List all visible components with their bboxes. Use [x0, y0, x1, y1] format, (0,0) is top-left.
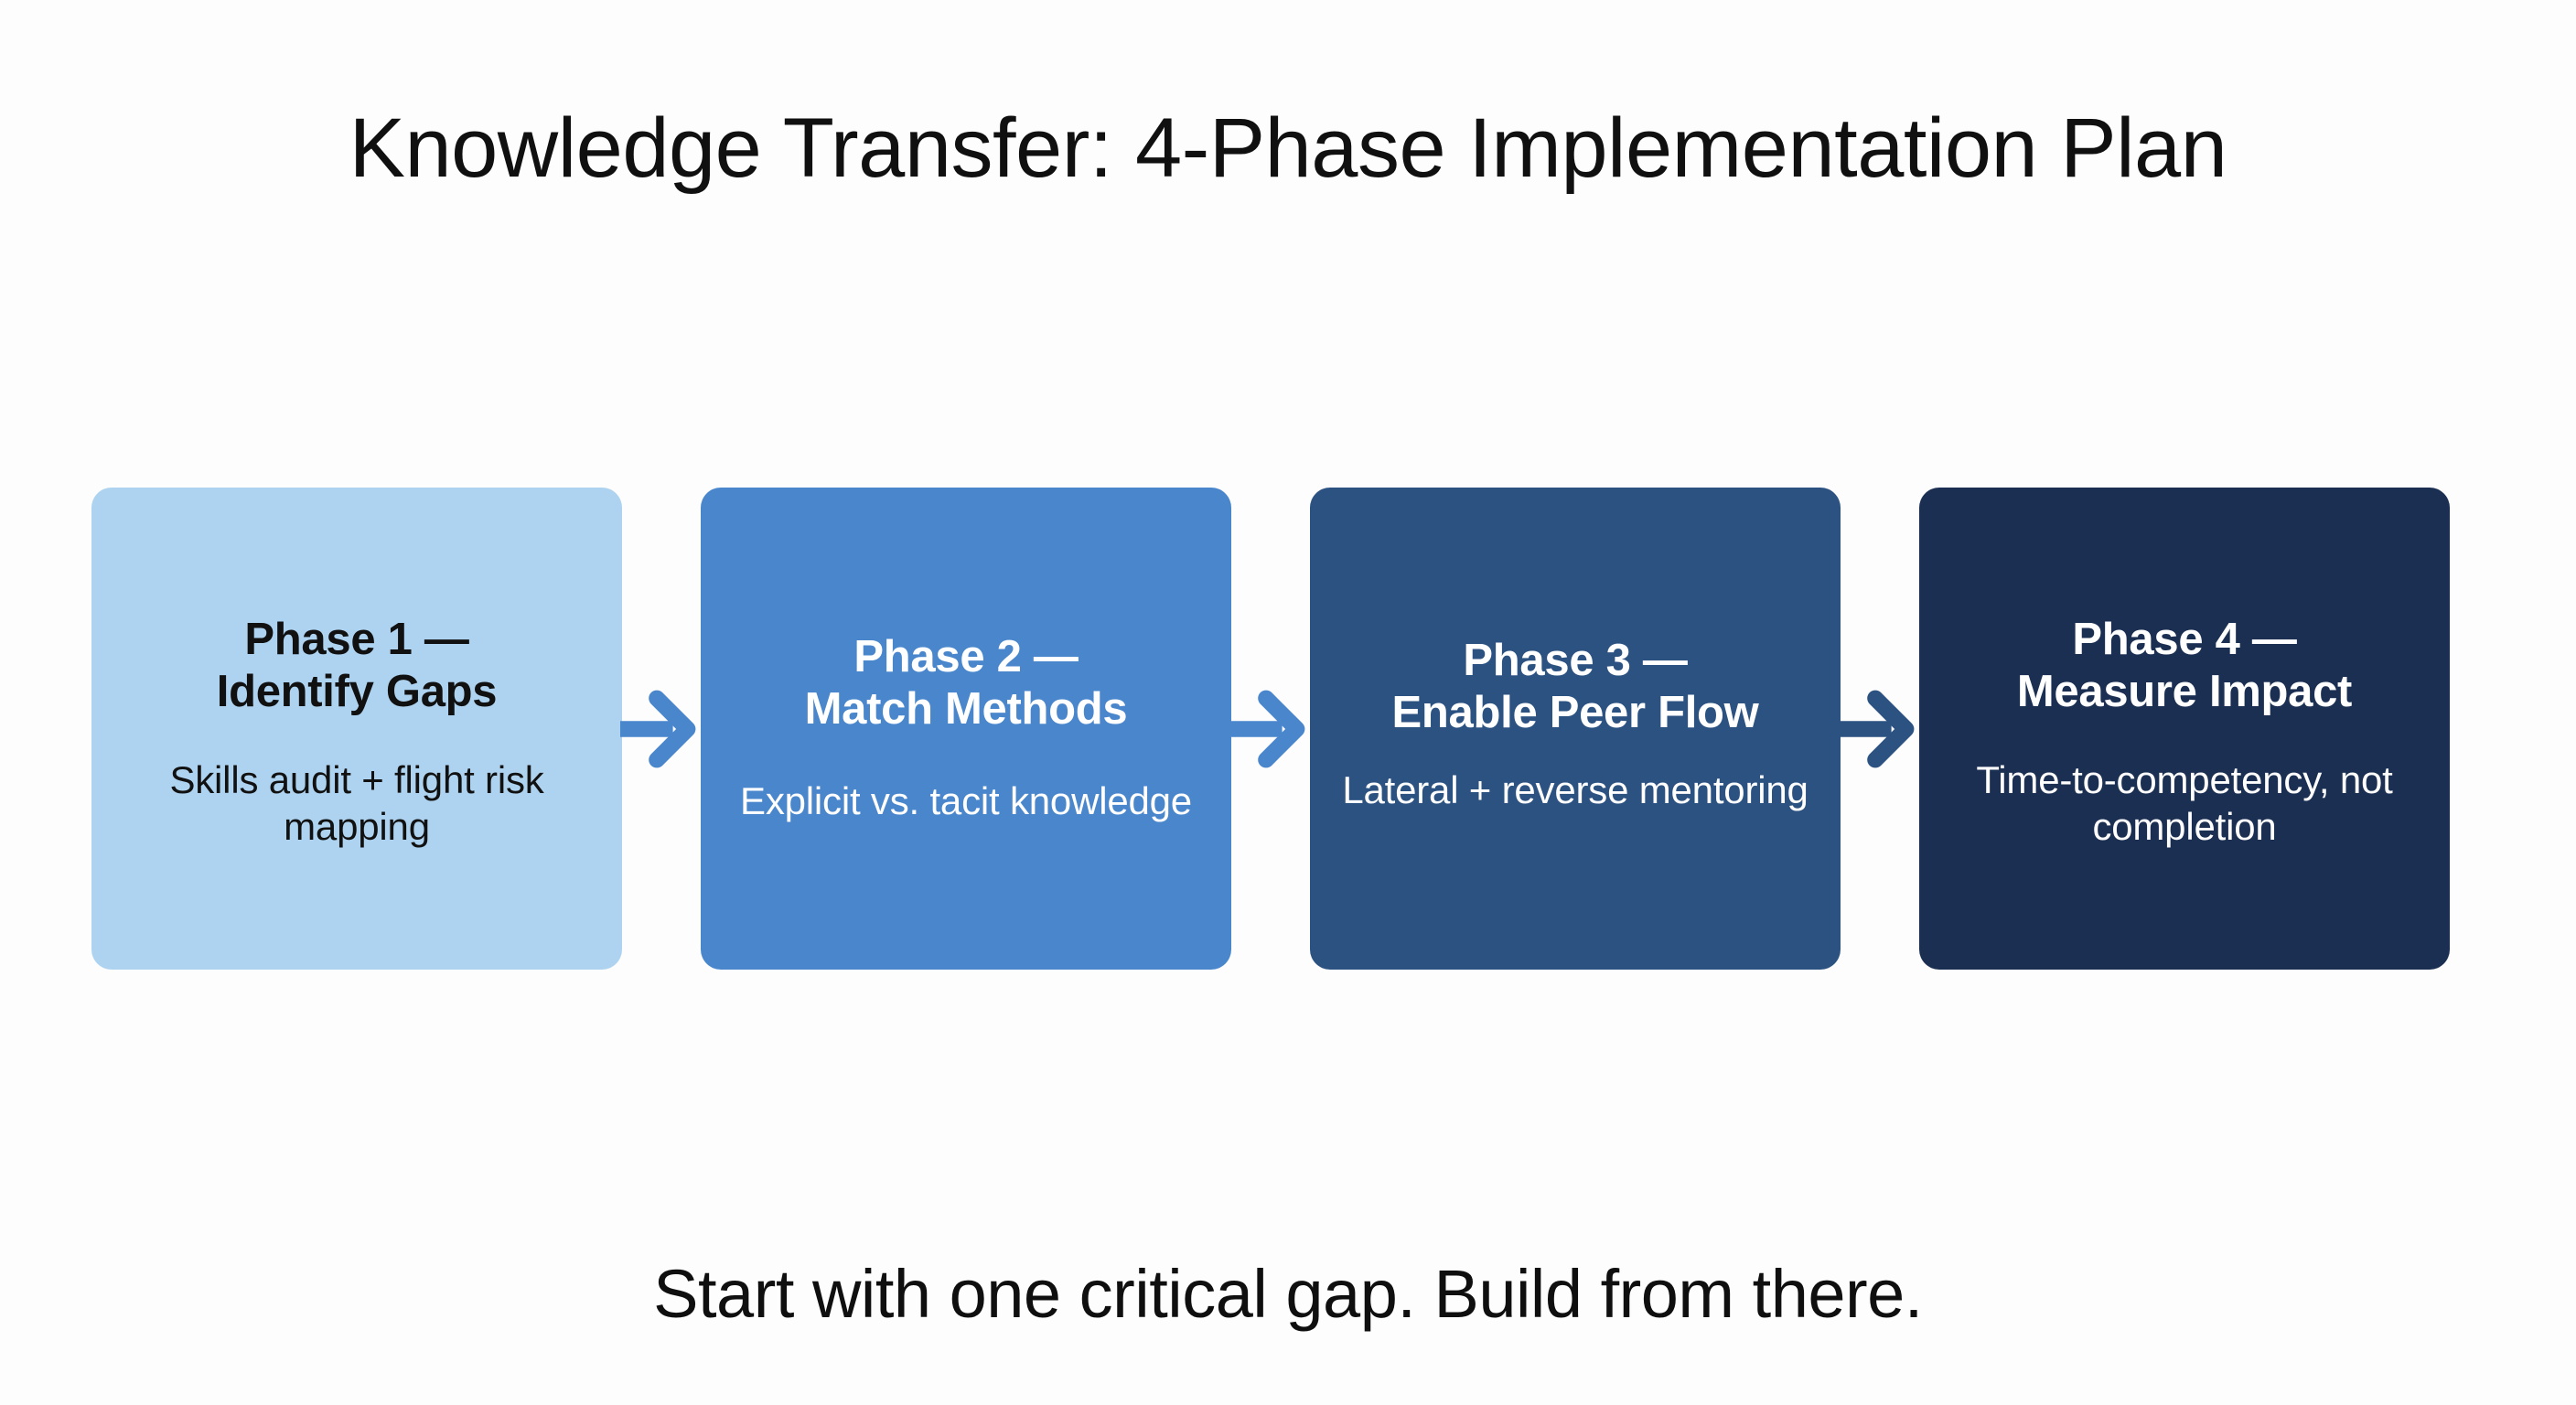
phase-4-title-line-1: Phase 4 —	[2072, 615, 2297, 665]
page-title: Knowledge Transfer: 4-Phase Implementati…	[349, 101, 2227, 195]
phase-1-title-line-2: Identify Gaps	[216, 667, 498, 717]
arrow-right-icon	[1839, 690, 1915, 767]
phase-1-title-line-1: Phase 1 —	[244, 615, 469, 665]
arrow-right-icon	[620, 690, 696, 767]
phase-1-description: Skills audit + flight risk mapping	[169, 758, 544, 849]
arrow-right-icon	[1229, 690, 1305, 767]
phase-4-title: Phase 4 — Measure Impact	[2017, 614, 2352, 718]
phase-4-title-line-2: Measure Impact	[2016, 667, 2353, 717]
phase-card-3[interactable]: Phase 3 — Enable Peer Flow Lateral + rev…	[1310, 488, 1841, 970]
phase-3-title-line-2: Enable Peer Flow	[1391, 687, 1759, 737]
phase-4-description: Time-to-competency, not completion	[1976, 758, 2393, 849]
phase-2-title-line-2: Match Methods	[804, 683, 1128, 734]
arrow-1-to-2	[620, 488, 701, 970]
phase-card-2[interactable]: Phase 2 — Match Methods Explicit vs. tac…	[701, 488, 1231, 970]
arrow-2-to-3	[1229, 488, 1310, 970]
phase-1-title: Phase 1 — Identify Gaps	[217, 614, 498, 718]
phase-2-description: Explicit vs. tacit knowledge	[740, 778, 1192, 822]
phase-2-title: Phase 2 — Match Methods	[805, 631, 1128, 735]
phase-3-title: Phase 3 — Enable Peer Flow	[1392, 635, 1759, 739]
phase-2-title-line-1: Phase 2 —	[853, 632, 1079, 682]
phase-3-title-line-1: Phase 3 —	[1463, 636, 1688, 686]
phase-card-1[interactable]: Phase 1 — Identify Gaps Skills audit + f…	[91, 488, 622, 970]
phase-flow-diagram: Phase 1 — Identify Gaps Skills audit + f…	[91, 488, 2486, 970]
phase-3-description: Lateral + reverse mentoring	[1342, 767, 1809, 811]
slide-caption: Start with one critical gap. Build from …	[653, 1256, 1923, 1332]
phase-card-4[interactable]: Phase 4 — Measure Impact Time-to-compete…	[1919, 488, 2450, 970]
arrow-3-to-4	[1839, 488, 1919, 970]
